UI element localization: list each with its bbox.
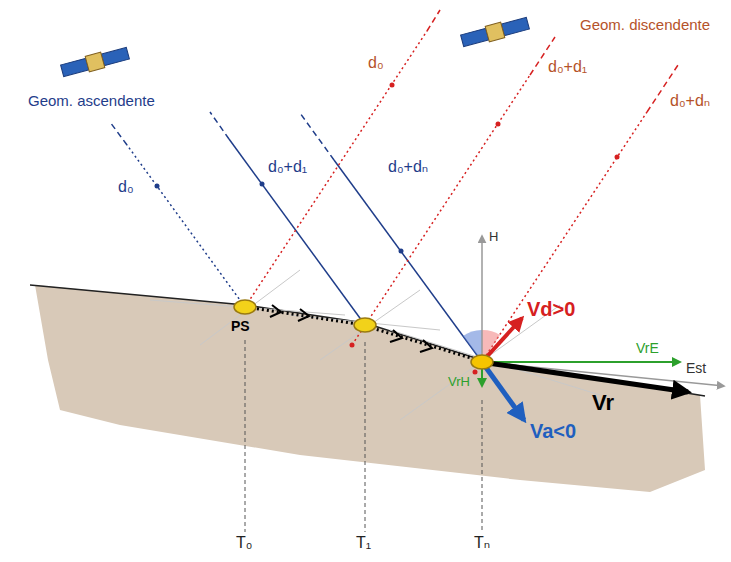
los-line — [110, 122, 127, 145]
solar-panel — [101, 47, 129, 65]
satellite-icon — [60, 45, 130, 78]
distance-label: d₀+dₙ — [388, 158, 428, 176]
los-line — [300, 113, 334, 160]
tick-dot — [390, 83, 395, 88]
ground-surface — [30, 285, 705, 396]
axis-label: H — [489, 230, 498, 245]
guide-line — [150, 300, 345, 315]
distance-label: d₀+dₙ — [670, 92, 710, 110]
guide-line — [200, 270, 300, 345]
distance-label: d₀+d₁ — [268, 158, 307, 176]
time-line — [245, 340, 246, 532]
axis-label: Est — [686, 360, 706, 376]
tick-dot — [615, 155, 620, 160]
descending-ticks — [350, 83, 620, 375]
ascending-ticks — [155, 182, 404, 254]
displacement-path — [252, 308, 474, 359]
chevron — [420, 340, 432, 352]
satellite-body — [485, 22, 505, 42]
tick-dot — [155, 184, 160, 189]
chevron — [270, 305, 281, 317]
solar-panel — [501, 17, 529, 35]
geometry-label: Geom. ascendente — [28, 92, 155, 109]
los-line — [475, 112, 647, 372]
vector-label: VrH — [448, 375, 470, 390]
ps-point — [354, 318, 376, 332]
time-label: Tₙ — [474, 534, 490, 552]
time-line — [365, 342, 366, 532]
ground-section — [35, 285, 705, 492]
satellite-body — [85, 52, 105, 72]
satellite-icon — [460, 15, 530, 48]
los-line — [427, 10, 440, 31]
tick-dot — [350, 343, 355, 348]
velocity-arrow — [488, 363, 688, 392]
chevron — [390, 330, 402, 342]
tick-dot — [496, 122, 501, 127]
distance-label: d₀ — [368, 54, 384, 72]
ps-point — [471, 355, 493, 369]
descending-los — [245, 10, 680, 372]
los-line — [229, 139, 365, 325]
vertical-axis — [481, 236, 483, 362]
los-line — [352, 75, 530, 345]
ascending-velocity-arrow — [482, 362, 524, 420]
guide-line — [320, 290, 420, 360]
vector-label: VrE — [636, 340, 659, 356]
vector-label: Va<0 — [530, 420, 576, 443]
time-label: T₀ — [236, 534, 252, 552]
los-line — [210, 112, 229, 139]
tick-dot — [260, 182, 265, 187]
solar-panel — [61, 58, 89, 76]
geometry-label: Geom. discendente — [580, 16, 710, 33]
ps-point — [234, 300, 256, 314]
east-component-arrow — [482, 361, 680, 363]
los-line — [127, 145, 245, 307]
vector-label: Vd>0 — [527, 298, 575, 321]
vector-label: Vr — [592, 390, 614, 415]
tick-dot — [399, 249, 404, 254]
displacement-chevrons — [270, 305, 432, 352]
point-label: PS — [231, 318, 250, 334]
chevron — [298, 309, 309, 321]
tick-dot — [473, 370, 478, 375]
solar-panel — [461, 28, 489, 46]
time-line — [482, 400, 483, 532]
distance-label: d₀ — [118, 178, 134, 196]
ascending-los — [110, 112, 482, 362]
guide-lines — [150, 270, 600, 420]
time-lines — [245, 340, 482, 532]
distance-label: d₀+d₁ — [548, 58, 587, 76]
time-label: T₁ — [356, 534, 371, 552]
